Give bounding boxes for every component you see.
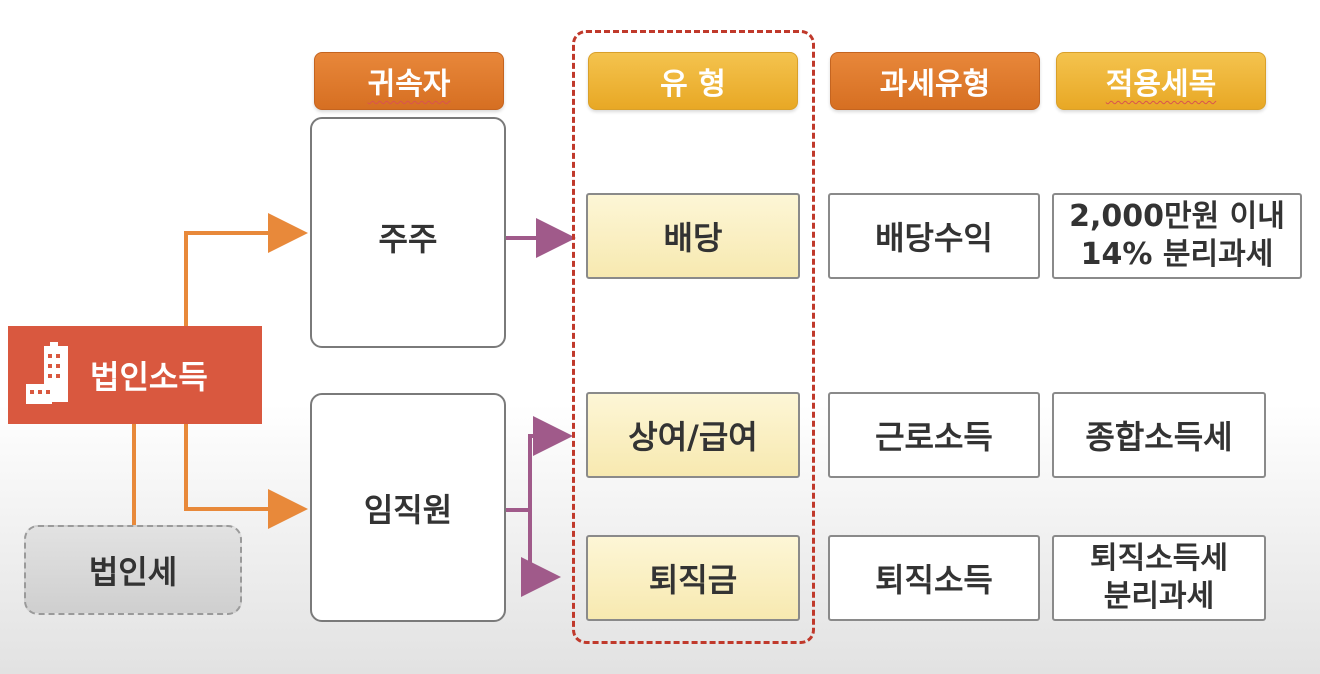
header-tax-item: 적용세목 (1056, 52, 1266, 110)
header-tax-type: 과세유형 (830, 52, 1040, 110)
type-severance: 퇴직금 (586, 535, 800, 621)
type-group-outline (572, 30, 815, 644)
header-type: 유 형 (588, 52, 798, 110)
taxitem-retirement: 퇴직소득세 분리과세 (1052, 535, 1266, 621)
corporate-income-label: 법인소득 (90, 358, 208, 396)
arrow-corp-to-employee (184, 424, 308, 529)
arrow-corp-to-shareholder (184, 213, 308, 326)
corporate-tax-box: 법인세 (24, 525, 242, 615)
taxtype-earned-income: 근로소득 (828, 392, 1040, 478)
corporate-tax-label: 법인세 (88, 553, 178, 591)
taxitem-dividend: 2,000만원 이내 14% 분리과세 (1052, 193, 1302, 279)
employee-box: 임직원 (310, 393, 506, 622)
header-owner: 귀속자 (314, 52, 504, 110)
shareholder-box: 주주 (310, 117, 506, 348)
building-icon (26, 342, 68, 404)
taxtype-dividend: 배당수익 (828, 193, 1040, 279)
employee-label: 임직원 (363, 490, 453, 529)
type-bonus-salary: 상여/급여 (586, 392, 800, 478)
taxitem-comprehensive: 종합소득세 (1052, 392, 1266, 478)
taxtype-retirement-income: 퇴직소득 (828, 535, 1040, 621)
type-dividend: 배당 (586, 193, 800, 279)
arrow-employee-to-severance (521, 510, 561, 597)
arrow-employee-to-bonus (506, 416, 573, 512)
shareholder-label: 주주 (378, 220, 438, 258)
corporate-income-box: 법인소득 (8, 326, 262, 424)
